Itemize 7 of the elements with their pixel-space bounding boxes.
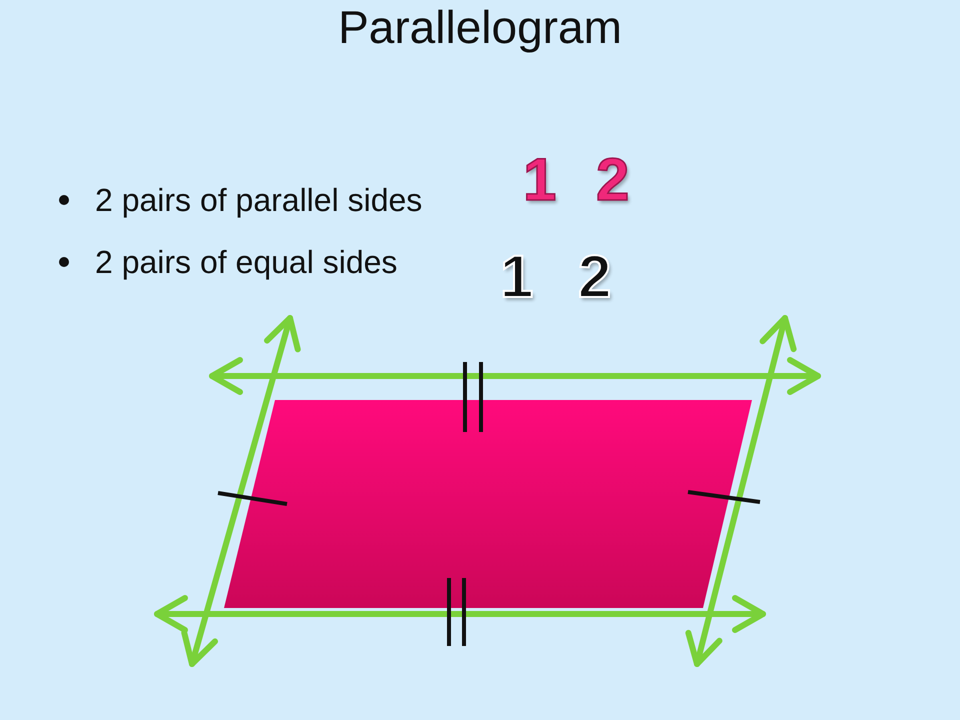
bullet-text: 2 pairs of parallel sides [95, 184, 422, 216]
number-label: 1 [500, 247, 534, 307]
bullet-text: 2 pairs of equal sides [95, 246, 398, 278]
number-label: 2 [578, 247, 612, 307]
title: Parallelogram [338, 0, 622, 54]
number-label: 1 [523, 150, 556, 210]
number-label: 2 [596, 150, 630, 210]
